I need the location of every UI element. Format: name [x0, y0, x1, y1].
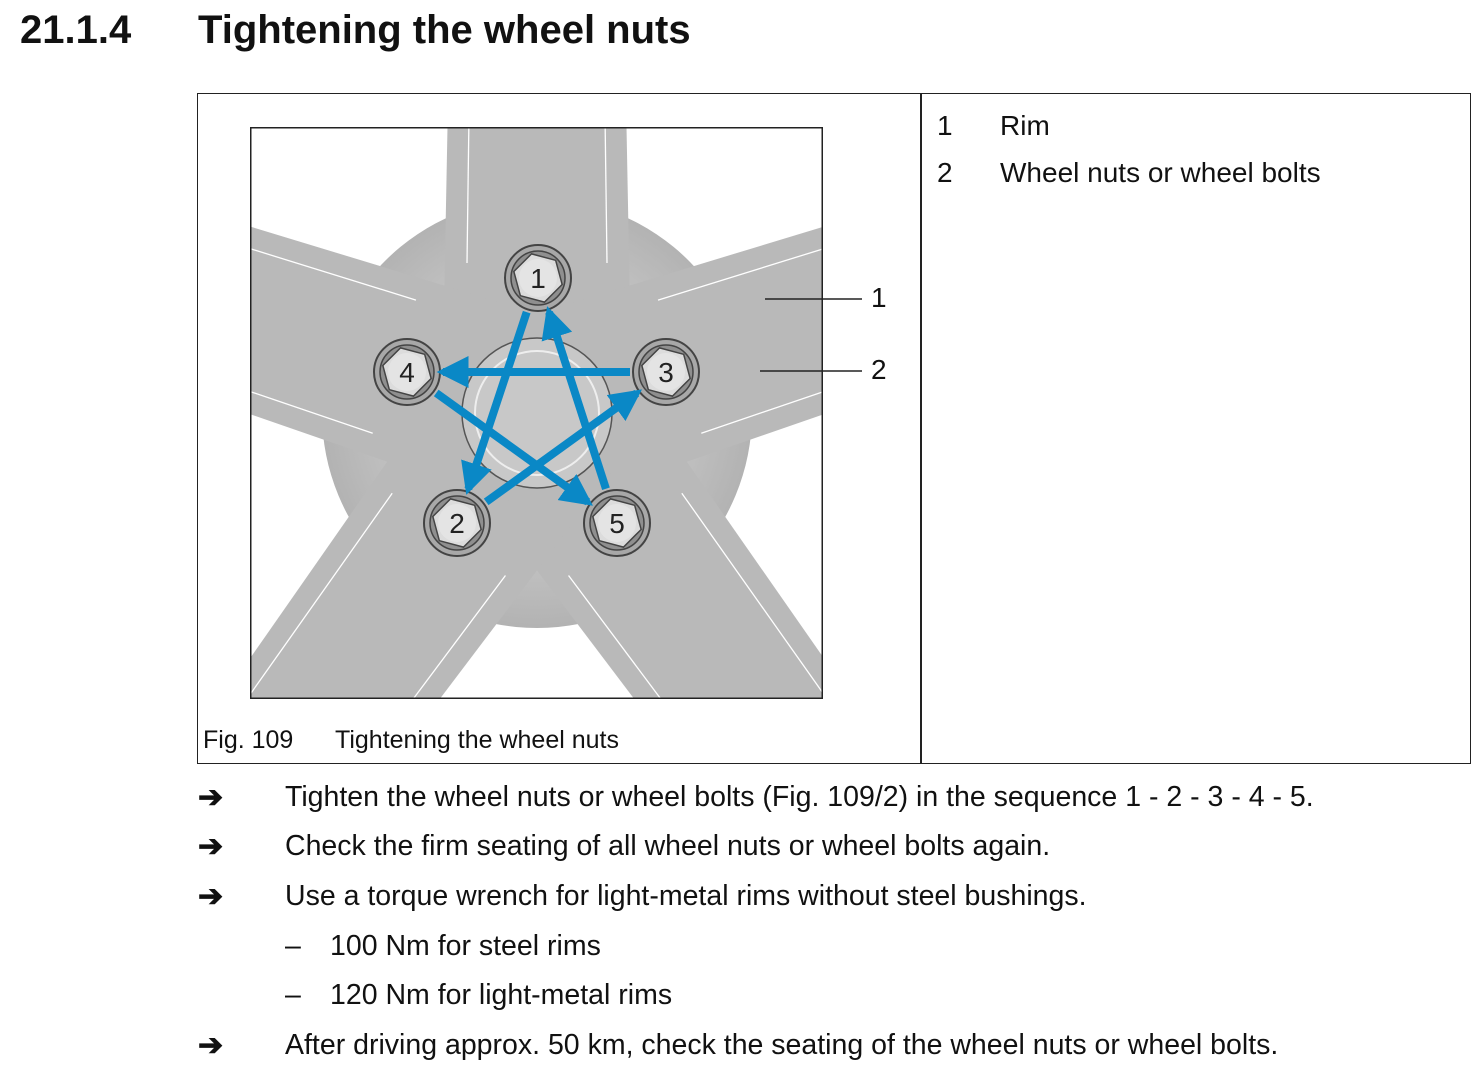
wheel-nut-4: 4 — [373, 338, 441, 406]
figure-number: Fig. 109 — [203, 726, 294, 754]
wheel-nut-3: 3 — [632, 338, 700, 406]
wheel-nut-2: 2 — [423, 489, 491, 557]
figure-table — [197, 93, 1471, 764]
step-text: Check the firm seating of all wheel nuts… — [285, 830, 1051, 862]
spoke-edge — [466, 127, 470, 264]
step-text: After driving approx. 50 km, check the s… — [285, 1029, 1279, 1061]
spoke-edge — [412, 575, 506, 699]
nut-number: 3 — [658, 357, 674, 388]
spoke-edge — [701, 391, 823, 434]
substep-text: 120 Nm for light-metal rims — [330, 979, 673, 1011]
nut-number: 1 — [530, 263, 546, 294]
wheel-nut-5: 5 — [583, 489, 651, 557]
nut-number: 5 — [609, 508, 625, 539]
callout-rim: 1 — [871, 282, 887, 313]
spoke-edge — [604, 127, 608, 264]
sequence-arrow-1-to-2 — [461, 310, 531, 495]
arrow-right-icon: ➔ — [198, 1029, 224, 1062]
figure-caption: Tightening the wheel nuts — [335, 726, 619, 754]
arrow-right-icon: ➔ — [198, 781, 224, 814]
table-divider — [920, 93, 922, 764]
step-text: Tighten the wheel nuts or wheel bolts (F… — [285, 781, 1314, 813]
sequence-arrow-5-to-1 — [541, 306, 610, 490]
wheel-nut-1: 1 — [504, 244, 572, 312]
sequence-arrow-4-to-5 — [433, 389, 593, 506]
dash-bullet: – — [285, 979, 301, 1011]
legend-num: 2 — [937, 157, 953, 188]
section-title: Tightening the wheel nuts — [198, 8, 691, 52]
spoke-edge — [250, 390, 373, 434]
legend-label: Rim — [1000, 110, 1050, 141]
dash-bullet: – — [285, 930, 301, 962]
step-text: Use a torque wrench for light-metal rims… — [285, 880, 1087, 912]
sequence-arrow-2-to-3 — [483, 389, 643, 506]
center-cap-ring — [474, 350, 600, 476]
spoke-edge — [568, 575, 662, 699]
substep-text: 100 Nm for steel rims — [330, 930, 601, 962]
nut-number: 4 — [399, 357, 415, 388]
callout-lines — [760, 298, 862, 372]
arrow-right-icon: ➔ — [198, 880, 224, 913]
spoke-edge — [657, 248, 823, 301]
legend-num: 1 — [937, 110, 953, 141]
spoke-edge — [681, 492, 823, 695]
spoke-edge — [250, 247, 417, 301]
spoke-edge — [250, 492, 393, 696]
nut-number: 2 — [449, 508, 465, 539]
arrow-right-icon: ➔ — [198, 830, 224, 863]
callout-nuts: 2 — [871, 354, 887, 385]
section-number: 21.1.4 — [20, 8, 132, 52]
legend-label: Wheel nuts or wheel bolts — [1000, 157, 1321, 188]
wheel-figure: 1 2 3 4 5 — [250, 127, 823, 699]
